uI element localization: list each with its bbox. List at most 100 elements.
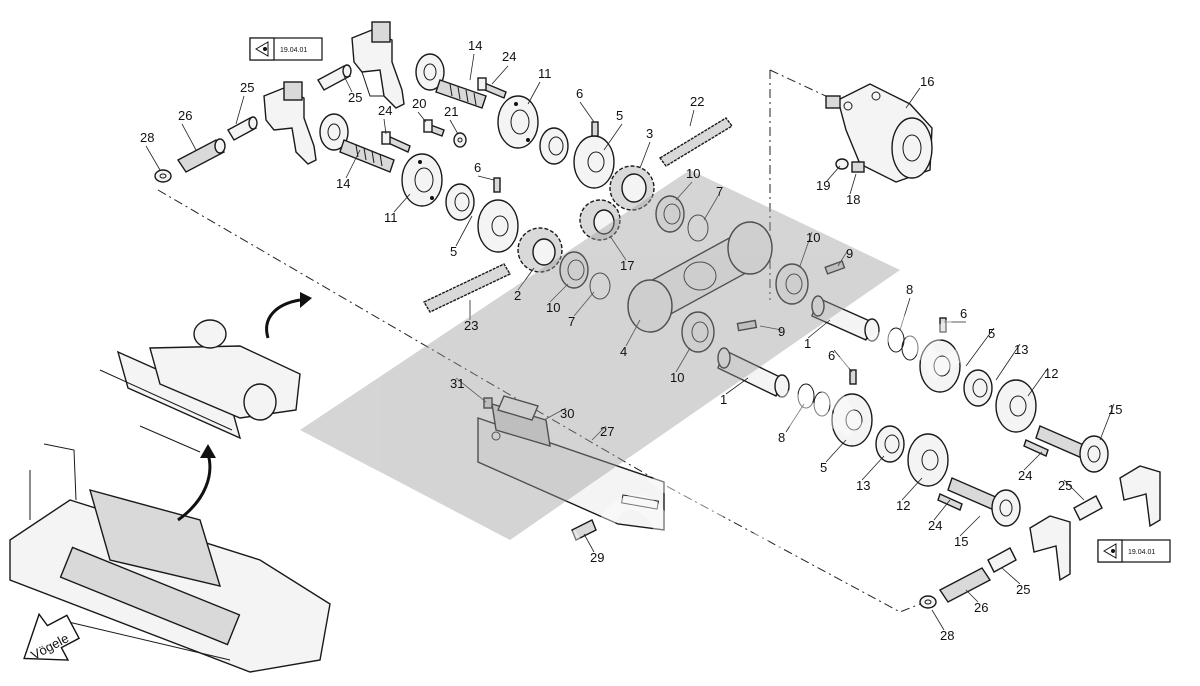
callout-label-6: 6	[960, 306, 967, 321]
callout-label-25: 25	[348, 90, 362, 105]
chain-part-23	[423, 263, 511, 313]
key-part-9-b	[736, 319, 758, 332]
callout-label-27: 27	[600, 424, 614, 439]
callout-label-5: 5	[820, 460, 827, 475]
callout-label-10: 10	[806, 230, 820, 245]
leader-line	[899, 297, 911, 331]
flange-part-11-lower	[401, 153, 443, 207]
bracket-right-lower	[1029, 515, 1071, 582]
leader-line	[965, 589, 979, 603]
pin-part-25-right-upper	[1073, 495, 1103, 521]
leader-line	[455, 215, 473, 247]
leader-line	[861, 455, 885, 481]
callout-label-5: 5	[988, 326, 995, 341]
callout-label-18: 18	[846, 192, 860, 207]
callout-label-10: 10	[686, 166, 700, 181]
leader-line	[825, 165, 841, 183]
callout-label-26: 26	[178, 108, 192, 123]
rod-end-part-15-lower	[947, 477, 1021, 527]
callout-label-7: 7	[716, 184, 723, 199]
callout-label-17: 17	[620, 258, 634, 273]
leader-line	[689, 109, 695, 127]
leader-line	[345, 149, 361, 179]
callout-label-6: 6	[828, 348, 835, 363]
callout-label-1: 1	[720, 392, 727, 407]
leader-line	[849, 173, 857, 195]
leader-line	[469, 53, 475, 81]
bracket-upper	[351, 21, 405, 109]
callout-label-25: 25	[1058, 478, 1072, 493]
leader-line	[785, 403, 805, 433]
callout-label-2: 2	[514, 288, 521, 303]
leader-line	[455, 377, 487, 403]
reference-box-bottom[interactable]: 19.04.01	[1097, 539, 1171, 563]
callout-label-13: 13	[1014, 342, 1028, 357]
flange-part-11-upper	[497, 95, 539, 149]
leader-line	[1023, 451, 1043, 471]
callout-label-8: 8	[906, 282, 913, 297]
leader-line	[625, 319, 641, 347]
callout-label-15: 15	[1108, 402, 1122, 417]
bracket-right-upper	[1119, 465, 1161, 528]
leader-line	[1027, 367, 1049, 397]
callout-label-16: 16	[920, 74, 934, 89]
leader-line	[799, 231, 813, 267]
shaft-part-1-upper	[811, 295, 880, 342]
callout-label-20: 20	[412, 96, 426, 111]
callout-label-24: 24	[502, 49, 516, 64]
hub-part-5-upper	[573, 121, 615, 189]
sprocket-part-3	[609, 165, 655, 211]
callout-label-1: 1	[804, 336, 811, 351]
callout-label-9: 9	[846, 246, 853, 261]
callout-label-5: 5	[616, 108, 623, 123]
leader-line	[759, 325, 783, 331]
machine-detail-sketch	[99, 319, 301, 453]
flange-part-12-lower	[907, 433, 949, 487]
callout-label-21: 21	[444, 104, 458, 119]
washer-part-28-right	[919, 595, 937, 609]
callout-label-24: 24	[378, 103, 392, 118]
callout-label-14: 14	[468, 38, 482, 53]
bearing-part-10-a	[655, 195, 685, 233]
leader-line	[965, 327, 995, 367]
bearing-part-10-b	[559, 251, 589, 289]
leader-line	[995, 343, 1021, 381]
callout-label-6: 6	[474, 160, 481, 175]
leader-line	[579, 101, 595, 123]
reference-box-top[interactable]: 19.04.01	[249, 37, 323, 61]
rod-end-part-14-lower	[319, 113, 395, 173]
leader-line	[491, 65, 509, 85]
callout-label-19: 19	[816, 178, 830, 193]
callout-label-31: 31	[450, 376, 464, 391]
chain-case-part-4	[627, 221, 773, 333]
support-bar-part-27	[477, 417, 665, 531]
leader-line	[833, 349, 853, 373]
sprocket-part-17	[579, 199, 621, 241]
leader-line	[931, 609, 945, 631]
leader-line	[1063, 479, 1085, 501]
bolt-part-18	[851, 161, 865, 173]
leader-line	[901, 477, 923, 501]
screw-part-31	[483, 397, 493, 409]
pin-part-25-right-lower	[987, 547, 1017, 573]
callout-label-10: 10	[546, 300, 560, 315]
flange-part-12-upper	[995, 379, 1037, 433]
spacer-part-13-lower	[875, 425, 905, 463]
callout-label-5: 5	[450, 244, 457, 259]
callout-label-13: 13	[856, 478, 870, 493]
callout-label-28: 28	[940, 628, 954, 643]
pin-part-25-left	[227, 116, 258, 141]
leader-line	[825, 439, 847, 463]
callout-label-8: 8	[778, 430, 785, 445]
leader-line	[603, 123, 623, 151]
circlip-part-7-b	[589, 272, 611, 300]
callout-label-24: 24	[1018, 468, 1032, 483]
paver-machine-sketch	[9, 443, 331, 673]
bearing-part-10-d	[681, 311, 715, 353]
leader-line	[591, 425, 607, 441]
leader-line	[181, 123, 197, 151]
sprocket-part-2	[517, 227, 563, 273]
bolt-part-20	[423, 119, 445, 137]
